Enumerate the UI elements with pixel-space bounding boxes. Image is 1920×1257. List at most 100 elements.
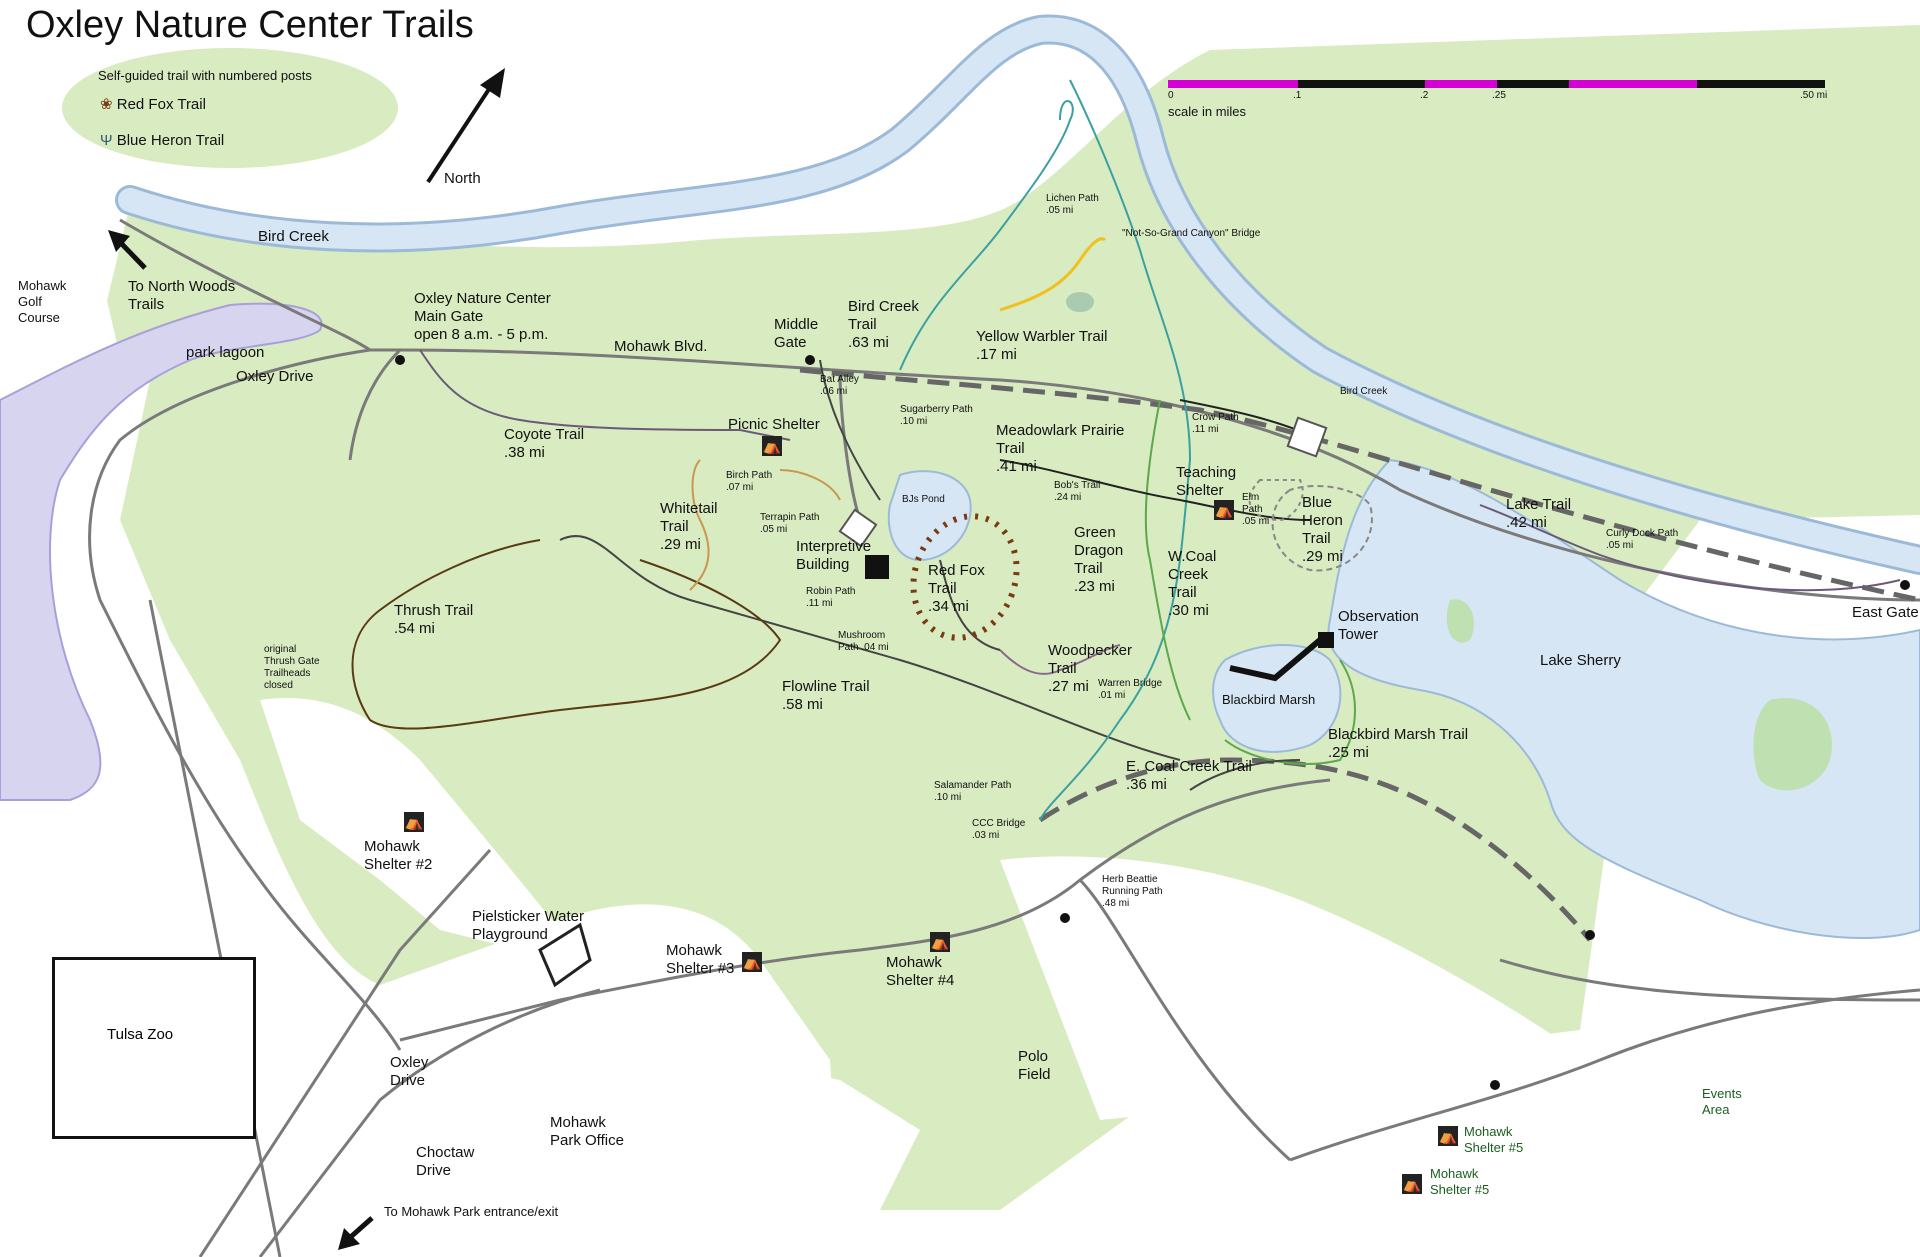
label-shelter5a: Mohawk Shelter #5 xyxy=(1464,1124,1524,1155)
label-blackbird-marsh: Blackbird Marsh xyxy=(1222,692,1316,707)
red-fox-loop xyxy=(910,513,1020,641)
label-herb-beattie: Herb Beattie Running Path .48 mi xyxy=(1102,874,1163,909)
legend-bubble xyxy=(62,48,398,168)
label-elm-path: Elm Path .05 mi xyxy=(1242,492,1270,527)
label-interpretive: Interpretive Building xyxy=(796,538,872,573)
label-bird-creek-east: Bird Creek xyxy=(1340,386,1388,397)
trails xyxy=(351,79,1901,821)
scale-tick-3: .25 xyxy=(1492,90,1506,101)
observation-tower-shape xyxy=(1318,632,1334,648)
tower-boardwalk xyxy=(1229,637,1322,682)
label-curly-dock: Curly Dock Path .05 mi xyxy=(1606,528,1679,551)
label-mushroom: Mushroom Path .04 mi xyxy=(838,630,889,653)
label-picnic-shelter: Picnic Shelter xyxy=(728,416,820,433)
label-oxley-drive-south: Oxley Drive xyxy=(390,1054,429,1089)
parkland xyxy=(100,25,1920,1210)
label-thrush-gate: original Thrush Gate Trailheads closed xyxy=(264,644,320,691)
label-mohawk-golf: Mohawk Golf Course xyxy=(18,278,67,325)
label-yellow-warbler: Yellow Warbler Trail .17 mi xyxy=(976,328,1108,363)
label-thrush: Thrush Trail .54 mi xyxy=(394,602,474,637)
teaching-shelter-box xyxy=(1286,416,1328,458)
legend-heading: Self-guided trail with numbered posts xyxy=(98,68,312,83)
label-tulsa-zoo: Tulsa Zoo xyxy=(107,1026,174,1043)
shelter4-icon: ⛺ xyxy=(930,932,950,952)
legend-blue-heron-label: Blue Heron Trail xyxy=(116,132,225,149)
label-whitetail: Whitetail Trail .29 mi xyxy=(660,500,718,553)
label-bird-creek-west: Bird Creek xyxy=(258,228,329,245)
label-blue-heron: Blue Heron Trail .29 mi xyxy=(1302,494,1343,565)
interpretive-building-shape xyxy=(865,555,889,579)
label-observation: Observation Tower xyxy=(1338,608,1419,643)
label-birch: Birch Path .07 mi xyxy=(726,470,773,493)
shelter2-icon: ⛺ xyxy=(404,812,424,832)
scale-tick-1: .1 xyxy=(1293,90,1302,101)
north-label: North xyxy=(444,170,481,187)
roads xyxy=(88,218,1920,1257)
label-flowline: Flowline Trail .58 mi xyxy=(782,678,870,713)
label-lichen-path: Lichen Path .05 mi xyxy=(1046,193,1099,216)
label-mohawk-entrance: To Mohawk Park entrance/exit xyxy=(384,1204,559,1219)
label-bobs-trail: Bob's Trail .24 mi xyxy=(1054,480,1101,503)
bjs-pond xyxy=(887,470,972,562)
north-woods-arrow-icon xyxy=(108,230,147,270)
label-polo: Polo Field xyxy=(1018,1048,1051,1083)
label-terrapin: Terrapin Path .05 mi xyxy=(760,512,820,535)
label-lake-trail: Lake Trail .42 mi xyxy=(1506,496,1572,531)
label-bird-creek-trail: Bird Creek Trail .63 mi xyxy=(848,298,919,351)
label-coyote: Coyote Trail .38 mi xyxy=(504,426,585,461)
label-meadowlark: Meadowlark Prairie Trail .41 mi xyxy=(996,422,1125,475)
label-park-lagoon: park lagoon xyxy=(186,344,265,361)
label-woodpecker: Woodpecker Trail .27 mi xyxy=(1048,642,1132,695)
map-title: Oxley Nature Center Trails xyxy=(26,4,474,46)
scale-tick-0: 0 xyxy=(1168,90,1174,101)
label-teaching-shelter: Teaching Shelter xyxy=(1176,464,1237,499)
gate-marker-4 xyxy=(1060,913,1070,923)
label-east-gate: East Gate xyxy=(1852,604,1919,621)
north-arrow-icon xyxy=(426,68,505,184)
shelter5a-icon: ⛺ xyxy=(1438,1126,1458,1146)
label-crow-path: Crow Path .11 mi xyxy=(1192,412,1239,435)
park-lagoon xyxy=(0,302,323,801)
tulsa-zoo-box: Tulsa Zoo xyxy=(52,957,256,1139)
teaching-shelter-icon: ⛺ xyxy=(1214,500,1234,520)
lake-island-2 xyxy=(1446,599,1474,643)
scale-bar xyxy=(1168,80,1825,88)
label-red-fox: Red Fox Trail .34 mi xyxy=(928,562,985,615)
label-mohawk-office: Mohawk Park Office xyxy=(550,1114,624,1149)
middle-gate-marker xyxy=(805,355,815,365)
small-pond xyxy=(1066,292,1094,312)
label-w-coal: W.Coal Creek Trail .30 mi xyxy=(1168,548,1217,619)
scale-caption: scale in miles xyxy=(1168,104,1247,119)
entrance-arrow-icon xyxy=(338,1216,374,1250)
label-bat-alley: Bat Alley .06 mi xyxy=(820,374,859,397)
lake-island xyxy=(1753,698,1832,791)
label-salamander: Salamander Path .10 mi xyxy=(934,780,1012,803)
east-gate-marker xyxy=(1900,580,1910,590)
legend-red-fox: ❀ Red Fox Trail xyxy=(100,96,206,114)
railroad xyxy=(799,367,1920,942)
label-canyon-bridge: "Not-So-Grand Canyon" Bridge xyxy=(1122,228,1261,239)
shelter3-icon: ⛺ xyxy=(742,952,762,972)
legend-blue-heron: Ψ Blue Heron Trail xyxy=(100,132,224,150)
heron-track-icon: Ψ xyxy=(100,132,113,149)
label-shelter4: Mohawk Shelter #4 xyxy=(886,954,955,989)
label-middle-gate: Middle Gate xyxy=(774,316,819,351)
label-e-coal: E. Coal Creek Trail .36 mi xyxy=(1126,758,1252,793)
picnic-box xyxy=(838,508,878,548)
label-robin: Robin Path .11 mi xyxy=(806,586,856,609)
label-bjs-pond: BJs Pond xyxy=(902,494,945,505)
label-oxley-drive-north: Oxley Drive xyxy=(236,368,314,385)
label-green-dragon: Green Dragon Trail .23 mi xyxy=(1074,524,1124,595)
main-gate-marker xyxy=(395,355,405,365)
picnic-shelter-icon: ⛺ xyxy=(762,436,782,456)
label-shelter5b: Mohawk Shelter #5 xyxy=(1430,1166,1490,1197)
paw-icon: ❀ xyxy=(100,96,113,113)
label-lake-sherry: Lake Sherry xyxy=(1540,652,1621,669)
label-choctaw: Choctaw Drive xyxy=(416,1144,475,1179)
label-sugarberry: Sugarberry Path .10 mi xyxy=(900,404,973,427)
gate-marker-5 xyxy=(1585,930,1595,940)
label-shelter3: Mohawk Shelter #3 xyxy=(666,942,735,977)
scale-tick-2: .2 xyxy=(1420,90,1429,101)
label-mohawk-blvd: Mohawk Blvd. xyxy=(614,338,708,355)
